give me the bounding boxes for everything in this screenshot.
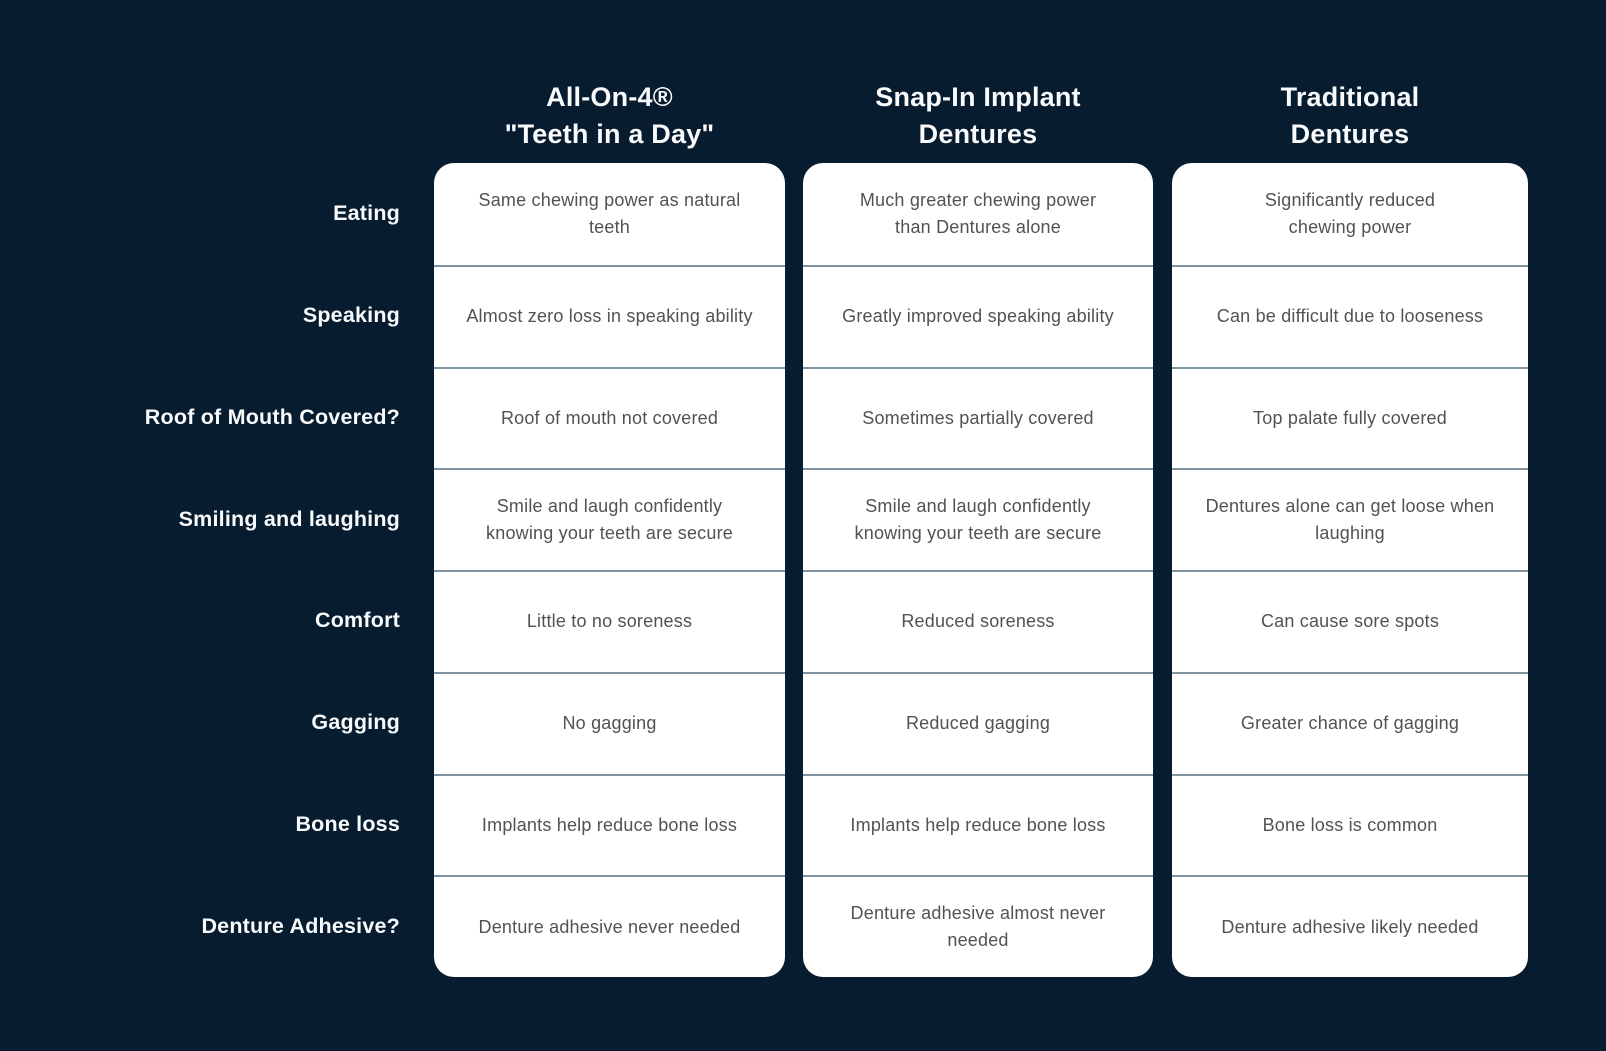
table-cell: Reduced soreness (803, 570, 1153, 672)
row-label-bone-loss: Bone loss (295, 811, 400, 836)
table-cell: Denture adhesive likely needed (1172, 875, 1528, 977)
table-cell: Implants help reduce bone loss (434, 773, 785, 876)
table-cell: Much greater chewing power than Dentures… (859, 189, 1097, 237)
table-cell: Greater chance of gagging (1172, 671, 1528, 774)
table-cell: Can cause sore spots (1172, 570, 1528, 672)
table-cell: Smile and laugh confidently knowing your… (803, 468, 1153, 570)
card-traditional: Significantly reduced chewing power Can … (1172, 163, 1528, 977)
table-cell: Roof of mouth not covered (434, 366, 785, 469)
table-cell: Denture adhesive almost never needed (803, 875, 1153, 977)
card-all-on-4: Same chewing power as natural teeth Almo… (434, 163, 785, 977)
row-label-roof-of-mouth: Roof of Mouth Covered? (144, 404, 400, 429)
table-cell: Bone loss is common (1172, 773, 1528, 876)
row-label-comfort: Comfort (315, 608, 400, 633)
column-header-traditional: Traditional Dentures (1280, 82, 1420, 149)
table-cell: Implants help reduce bone loss (803, 773, 1153, 876)
row-label-smiling-laughing: Smiling and laughing (178, 506, 400, 531)
table-cell: Little to no soreness (434, 570, 785, 672)
table-cell: Can be difficult due to looseness (1172, 264, 1528, 367)
table-cell: Significantly reduced chewing power (1264, 189, 1436, 237)
table-cell: Smile and laugh confidently knowing your… (434, 468, 785, 570)
table-cell: Greatly improved speaking ability (803, 264, 1153, 367)
table-cell: No gagging (434, 671, 785, 774)
table-cell: Dentures alone can get loose when laughi… (1172, 468, 1528, 570)
row-label-denture-adhesive: Denture Adhesive? (201, 913, 400, 938)
column-header-snap-in-implant: Snap-In Implant Dentures (875, 82, 1081, 149)
table-cell: Same chewing power as natural teeth (478, 189, 741, 237)
column-header-all-on-4: All-On-4® "Teeth in a Day" (504, 82, 715, 149)
table-cell: Reduced gagging (803, 671, 1153, 774)
row-label-column: Eating Speaking Roof of Mouth Covered? S… (0, 163, 400, 977)
row-label-speaking: Speaking (302, 303, 400, 328)
table-cell: Sometimes partially covered (803, 366, 1153, 469)
table-cell: Top palate fully covered (1172, 366, 1528, 469)
card-snap-in-implant: Much greater chewing power than Dentures… (803, 163, 1153, 977)
row-label-eating: Eating (333, 201, 400, 226)
row-label-gagging: Gagging (311, 710, 400, 735)
table-cell: Almost zero loss in speaking ability (434, 264, 785, 367)
table-cell: Denture adhesive never needed (434, 875, 785, 977)
